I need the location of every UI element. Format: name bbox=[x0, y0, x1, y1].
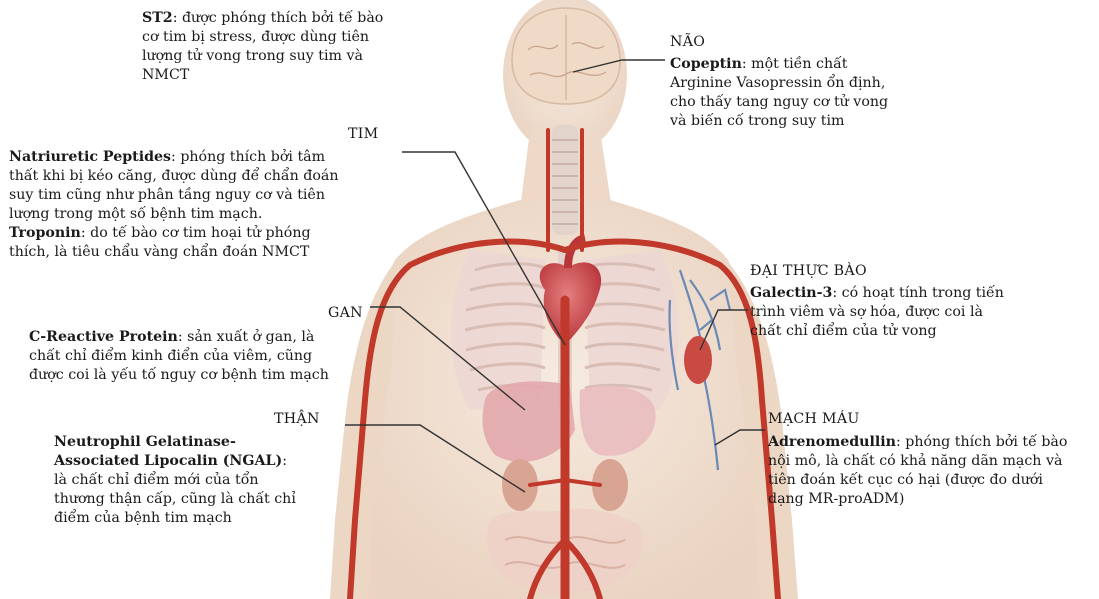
brain-desc-line-4: và biến cố trong suy tim bbox=[670, 113, 845, 129]
brain bbox=[512, 8, 620, 104]
kidney-organ-label: THẬN bbox=[274, 410, 320, 429]
heart-annotation: Natriuretic Peptides: phóng thích bởi tâ… bbox=[9, 148, 389, 262]
macrophage-desc-line-3: chất chỉ điểm của tử vong bbox=[750, 323, 937, 339]
vessel-organ-label: MẠCH MÁU bbox=[768, 410, 860, 429]
liver-organ-label: GAN bbox=[328, 304, 363, 323]
kidney-term-line-2: Associated Lipocalin (NGAL) bbox=[54, 453, 282, 469]
kidney-desc-line-1: là chất chỉ điểm mới của tổn bbox=[54, 472, 259, 488]
liver-desc-line-2: chất chỉ điểm kinh điển của viêm, cũng bbox=[29, 348, 312, 364]
kidney-term-line-1: Neutrophil Gelatinase- bbox=[54, 434, 236, 450]
vessel-desc-line-4: dạng MR-proADM) bbox=[768, 491, 904, 507]
vessel-desc-line-2: nội mô, là chất có khả năng dãn mạch và bbox=[768, 453, 1062, 469]
heart-desc1-line-1: : phóng thích bởi tâm bbox=[171, 149, 325, 165]
kidney-desc-line-3: điểm của bệnh tim mạch bbox=[54, 510, 232, 526]
liver-annotation: C-Reactive Protein: sản xuất ở gan, là c… bbox=[29, 328, 379, 385]
heart-desc1-line-4: lượng trong một số bệnh tim mạch. bbox=[9, 206, 262, 222]
liver-desc-line-1: : sản xuất ở gan, là bbox=[178, 329, 314, 345]
liver-desc-line-3: được coi là yếu tố nguy cơ bệnh tim mạch bbox=[29, 367, 329, 383]
st2-annotation: ST2: được phóng thích bởi tế bào cơ tim … bbox=[142, 9, 442, 85]
kidney-annotation: Neutrophil Gelatinase- Associated Lipoca… bbox=[54, 433, 344, 528]
heart-desc1-line-3: suy tim cũng như phân tầng nguy cơ và ti… bbox=[9, 187, 325, 203]
heart-organ-label: TIM bbox=[348, 125, 379, 144]
vessel-term: Adrenomedullin bbox=[768, 434, 896, 450]
macrophage-annotation: Galectin-3: có hoạt tính trong tiến trìn… bbox=[750, 284, 1050, 341]
heart-desc2-line-1: : do tế bào cơ tim hoại tử phóng bbox=[81, 225, 311, 241]
st2-term: ST2 bbox=[142, 10, 173, 26]
st2-desc-line-2: cơ tim bị stress, được dùng tiên bbox=[142, 29, 369, 45]
heart-term-2: Troponin bbox=[9, 225, 81, 241]
vessel-desc-line-3: tiên đoán kết cục có hại (được đo dưới bbox=[768, 472, 1043, 488]
liver-term: C-Reactive Protein bbox=[29, 329, 178, 345]
st2-desc-line-4: NMCT bbox=[142, 67, 189, 83]
brain-desc-line-3: cho thấy tang nguy cơ tử vong bbox=[670, 94, 888, 110]
brain-desc-line-2: Arginine Vasopressin ổn định, bbox=[670, 75, 885, 91]
st2-desc-line-3: lượng tử vong trong suy tim và bbox=[142, 48, 363, 64]
macrophage-term: Galectin-3 bbox=[750, 285, 832, 301]
heart-term-1: Natriuretic Peptides bbox=[9, 149, 171, 165]
brain-organ-label: NÃO bbox=[670, 33, 705, 52]
macrophage-desc-line-2: trình viêm và sợ hóa, được coi là bbox=[750, 304, 983, 320]
macrophage-desc-line-1: : có hoạt tính trong tiến bbox=[832, 285, 1004, 301]
kidney-term-suffix: : bbox=[282, 453, 287, 469]
vessel-desc-line-1: : phóng thích bởi tế bào bbox=[896, 434, 1067, 450]
vessel-annotation: Adrenomedullin: phóng thích bởi tế bào n… bbox=[768, 433, 1098, 509]
brain-term: Copeptin bbox=[670, 56, 742, 72]
brain-desc-line-1: : một tiền chất bbox=[742, 56, 848, 72]
kidney-desc-line-2: thương thận cấp, cũng là chất chỉ bbox=[54, 491, 296, 507]
trachea bbox=[552, 125, 578, 235]
heart-desc1-line-2: thất khi bị kéo căng, được dùng để chẩn … bbox=[9, 168, 338, 184]
macrophage-organ-label: ĐẠI THỰC BÀO bbox=[750, 262, 867, 281]
brain-annotation: Copeptin: một tiền chất Arginine Vasopre… bbox=[670, 55, 930, 131]
st2-desc-line-1: : được phóng thích bởi tế bào bbox=[173, 10, 384, 26]
heart-desc2-line-2: thích, là tiêu chẩu vàng chẩn đoán NMCT bbox=[9, 244, 309, 260]
macrophage-cell bbox=[684, 336, 712, 384]
